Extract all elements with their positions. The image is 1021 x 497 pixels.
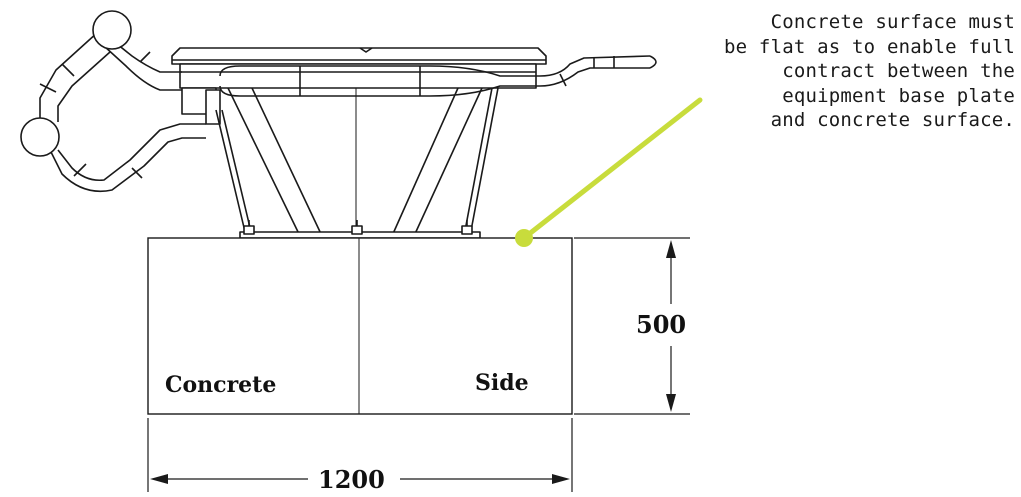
annotation-line: be flat as to enable full — [724, 35, 1015, 58]
table-top — [171, 47, 547, 65]
annotation-leader — [515, 97, 703, 247]
legs — [215, 87, 499, 237]
concrete-label: Concrete — [165, 372, 276, 398]
height-dimension — [574, 237, 690, 415]
handle-knob-bottom — [20, 117, 60, 157]
frame — [179, 63, 537, 89]
side-label: Side — [475, 370, 529, 396]
handle-left — [39, 31, 206, 193]
annotation-line: Concrete surface must — [770, 11, 1015, 33]
handle-knob-top — [92, 10, 132, 50]
handle-right — [219, 55, 657, 97]
annotation-line: and concrete surface. — [770, 109, 1015, 131]
concrete-block — [147, 237, 573, 415]
annotation-line: equipment base plate — [782, 84, 1015, 107]
base-plate — [239, 220, 481, 239]
annotation-line: contract between the — [782, 60, 1015, 82]
height-dimension-label: 500 — [636, 310, 686, 339]
annotation-note: Concrete surface must be flat as to enab… — [655, 10, 1015, 133]
width-dimension — [147, 418, 573, 492]
equipment — [20, 10, 657, 239]
width-dimension-label: 1200 — [318, 465, 385, 494]
